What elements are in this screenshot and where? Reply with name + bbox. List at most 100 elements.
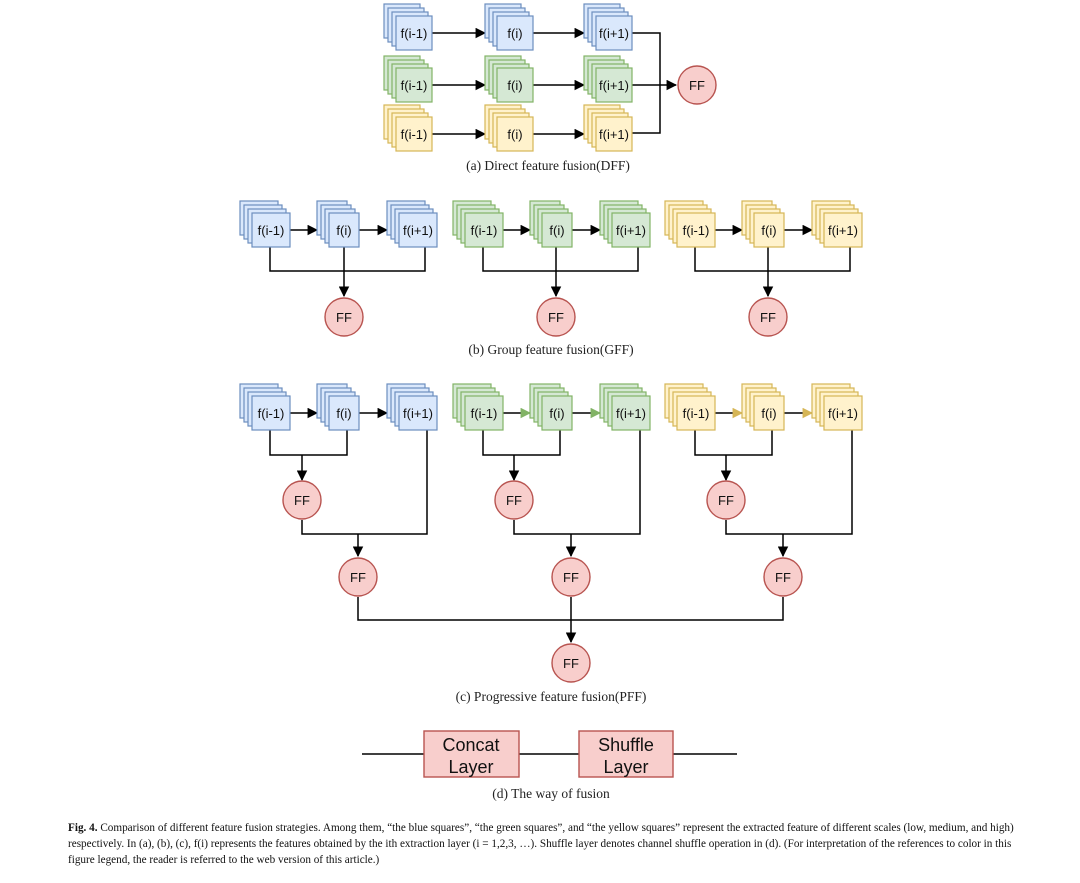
a-green-block-2-label: f(i)	[507, 78, 522, 93]
c-blue-block-3-label: f(i+1)	[403, 406, 433, 421]
c-yellow-block-2-front	[753, 395, 785, 431]
a-blue-block-1-front	[395, 15, 433, 51]
c-pair-blue	[269, 430, 348, 456]
a-green-block-1-label: f(i-1)	[401, 78, 428, 93]
c-ff2-yellow: FF	[763, 557, 803, 597]
b-green-block-1-front	[464, 212, 504, 248]
b-blue-block-2: f(i)	[316, 200, 360, 248]
b-green-block-2-label: f(i)	[549, 223, 564, 238]
b-blue-block-1: f(i-1)	[239, 200, 291, 248]
c-ff1-green-label: FF	[506, 493, 522, 508]
c-green-block-3-front	[611, 395, 651, 431]
a-collector-line	[632, 32, 661, 134]
concat-line-2: Layer	[448, 757, 493, 777]
a-blue-block-2-front	[496, 15, 534, 51]
c-blue-block-1-label: f(i-1)	[258, 406, 285, 421]
a-yellow-block-2-front	[496, 116, 534, 152]
c-yellow-block-3-label: f(i+1)	[828, 406, 858, 421]
caption-c: (c) Progressive feature fusion(PFF)	[456, 689, 647, 704]
c-ff1-yellow: FF	[706, 480, 746, 520]
c-blue-block-2: f(i)	[316, 383, 360, 431]
shuffle-layer-box	[578, 730, 674, 778]
b-blue-block-1-label: f(i-1)	[258, 223, 285, 238]
b-yellow-block-1-label: f(i-1)	[683, 223, 710, 238]
a-ff-node: FF	[677, 65, 717, 105]
a-green-block-3: f(i+1)	[583, 55, 633, 103]
a-blue-block-3-front	[595, 15, 633, 51]
b-yellow-block-2-front	[753, 212, 785, 248]
b-blue-block-2-label: f(i)	[336, 223, 351, 238]
a-yellow-block-3: f(i+1)	[583, 104, 633, 152]
b-blue-block-2-front	[328, 212, 360, 248]
concat-line-1: Concat	[442, 735, 499, 755]
c-blue-block-1: f(i-1)	[239, 383, 291, 431]
a-blue-block-3: f(i+1)	[583, 3, 633, 51]
c-green-block-3: f(i+1)	[599, 383, 651, 431]
b-green-block-1-label: f(i-1)	[471, 223, 498, 238]
a-green-block-3-front	[595, 67, 633, 103]
c-green-block-1-label: f(i-1)	[471, 406, 498, 421]
a-yellow-block-3-label: f(i+1)	[599, 127, 629, 142]
c-ff-final: FF	[551, 643, 591, 683]
a-yellow-block-3-front	[595, 116, 633, 152]
b-yellow-block-1: f(i-1)	[664, 200, 716, 248]
c-ff2-green: FF	[551, 557, 591, 597]
c-yellow-block-1: f(i-1)	[664, 383, 716, 431]
b-collector-blue	[269, 247, 426, 272]
b-green-block-2: f(i)	[529, 200, 573, 248]
a-green-block-1-front	[395, 67, 433, 103]
c-ff1-yellow-circle	[706, 480, 746, 520]
caption-d: (d) The way of fusion	[492, 786, 610, 801]
c-yellow-block-1-front	[676, 395, 716, 431]
c-yellow-block-3-front	[823, 395, 863, 431]
figure-legend: Fig. 4. Comparison of different feature …	[68, 820, 1033, 868]
c-ff2-yellow-label: FF	[775, 570, 791, 585]
b-yellow-block-2: f(i)	[741, 200, 785, 248]
c-green-block-3-label: f(i+1)	[616, 406, 646, 421]
b-ff-blue-circle	[324, 297, 364, 337]
c-ff2-blue-label: FF	[350, 570, 366, 585]
c-pair-yellow	[694, 430, 773, 456]
b-ff-blue: FF	[324, 297, 364, 337]
c-blue-block-3: f(i+1)	[386, 383, 438, 431]
b-ff-green-label: FF	[548, 310, 564, 325]
figure-legend-text: Comparison of different feature fusion s…	[68, 822, 1014, 866]
caption-b: (b) Group feature fusion(GFF)	[468, 342, 633, 357]
c-ff2-blue-circle	[338, 557, 378, 597]
b-yellow-block-3-label: f(i+1)	[828, 223, 858, 238]
caption-a: (a) Direct feature fusion(DFF)	[466, 158, 630, 173]
b-ff-green-circle	[536, 297, 576, 337]
b-yellow-block-3-front	[823, 212, 863, 248]
b-yellow-block-2-label: f(i)	[761, 223, 776, 238]
c-merge-yellow	[725, 430, 853, 535]
c-merge-blue	[301, 430, 428, 535]
c-green-block-1: f(i-1)	[452, 383, 504, 431]
c-ff1-green: FF	[494, 480, 534, 520]
b-ff-green: FF	[536, 297, 576, 337]
c-yellow-block-2: f(i)	[741, 383, 785, 431]
c-ff1-yellow-label: FF	[718, 493, 734, 508]
c-ff2-green-circle	[551, 557, 591, 597]
b-ff-yellow-circle	[748, 297, 788, 337]
a-ff-node-circle	[677, 65, 717, 105]
a-yellow-block-1-label: f(i-1)	[401, 127, 428, 142]
b-green-block-2-front	[541, 212, 573, 248]
a-yellow-block-2: f(i)	[484, 104, 534, 152]
b-blue-block-3: f(i+1)	[386, 200, 438, 248]
b-ff-yellow-label: FF	[760, 310, 776, 325]
concat-layer-box	[423, 730, 520, 778]
a-blue-block-1-label: f(i-1)	[401, 26, 428, 41]
b-ff-blue-label: FF	[336, 310, 352, 325]
c-ff1-blue: FF	[282, 480, 322, 520]
a-green-block-1: f(i-1)	[383, 55, 433, 103]
a-green-block-2: f(i)	[484, 55, 534, 103]
b-green-block-3-front	[611, 212, 651, 248]
shuffle-line-1: Shuffle	[598, 735, 654, 755]
b-collector-green	[482, 247, 639, 272]
c-green-block-2-front	[541, 395, 573, 431]
c-green-block-1-front	[464, 395, 504, 431]
a-yellow-block-1-front	[395, 116, 433, 152]
